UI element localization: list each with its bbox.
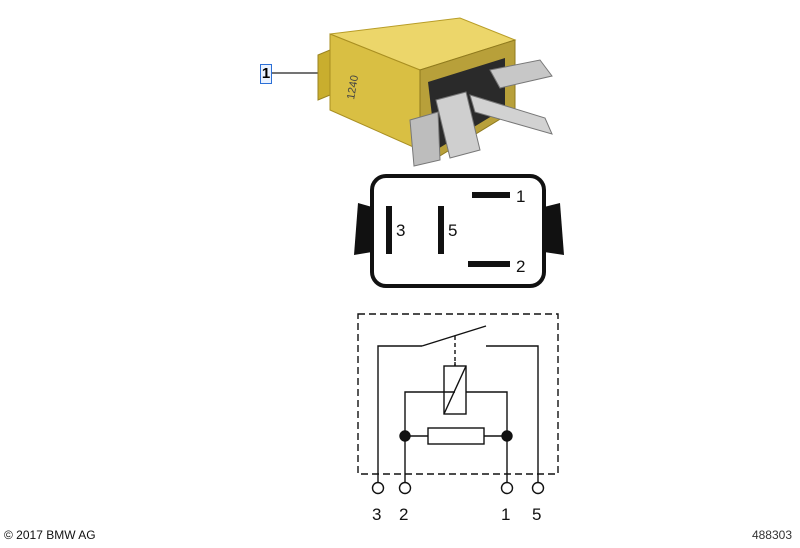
junction-dot-left bbox=[399, 430, 411, 442]
terminal-label-3: 3 bbox=[372, 505, 381, 524]
junction-dot-right bbox=[501, 430, 513, 442]
pin-bar-3 bbox=[386, 206, 392, 254]
copyright-text: © 2017 BMW AG bbox=[4, 528, 96, 542]
relay-photo: 1240 bbox=[317, 17, 553, 167]
image-id-text: 488303 bbox=[751, 528, 792, 542]
connector-tab-right bbox=[544, 203, 564, 255]
terminal-label-5: 5 bbox=[532, 505, 541, 524]
resistor bbox=[427, 427, 485, 445]
terminal-label-1: 1 bbox=[501, 505, 510, 524]
wire-terminal-2 bbox=[404, 391, 455, 482]
pin-label-1: 1 bbox=[516, 187, 525, 206]
pin-bar-1 bbox=[472, 192, 510, 198]
pin-bar-5 bbox=[438, 206, 444, 254]
wire-terminal-3 bbox=[377, 345, 422, 482]
relay-coil-slash bbox=[443, 365, 467, 415]
relay-marking: 1240 bbox=[345, 74, 361, 100]
wire-terminal-1 bbox=[466, 391, 508, 482]
pin-label-2: 2 bbox=[516, 257, 525, 276]
terminal-2 bbox=[398, 481, 412, 495]
wire-terminal-5 bbox=[486, 345, 539, 482]
terminal-5 bbox=[531, 481, 545, 495]
schematic-housing bbox=[357, 313, 559, 475]
terminal-3 bbox=[371, 481, 385, 495]
part-callout-1[interactable]: 1 bbox=[260, 64, 272, 84]
pin-label-3: 3 bbox=[396, 221, 405, 240]
pin-label-5: 5 bbox=[448, 221, 457, 240]
switch-contact bbox=[421, 325, 487, 347]
relay-schematic bbox=[357, 313, 559, 495]
pin-bar-2 bbox=[468, 261, 510, 267]
terminal-label-2: 2 bbox=[399, 505, 408, 524]
terminal-1 bbox=[500, 481, 514, 495]
pinout-diagram: 1 3 5 2 bbox=[354, 174, 564, 288]
connector-tab-left bbox=[354, 203, 372, 255]
